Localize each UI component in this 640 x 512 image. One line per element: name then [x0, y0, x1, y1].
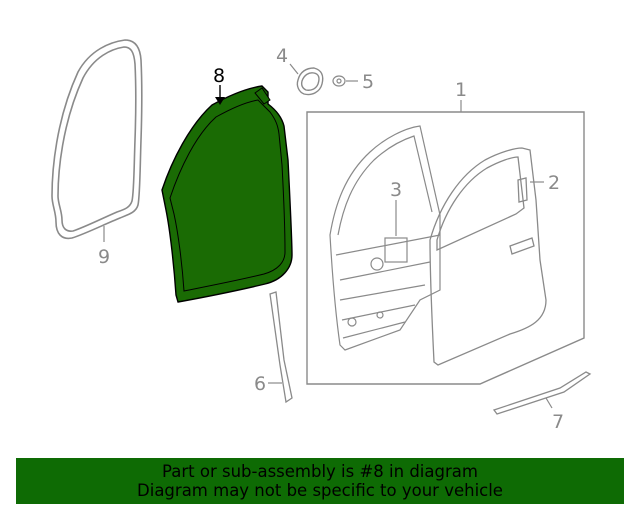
part-4-mirror-patch: [296, 67, 324, 96]
part-1-door-assembly-outline: [306, 111, 585, 385]
part-2-outer-door-panel: [429, 147, 547, 366]
callout-7-leader: [545, 397, 553, 409]
callout-1: 1: [455, 79, 467, 101]
info-banner: Part or sub-assembly is #8 in diagram Di…: [16, 458, 624, 504]
part-8-door-glass: [161, 85, 293, 303]
callout-2: 2: [548, 172, 560, 194]
callout-9: 9: [98, 246, 110, 268]
callout-4-leader: [289, 63, 299, 75]
part-5-nut: [332, 75, 346, 87]
door-inner-frame: [329, 125, 441, 351]
callout-3: 3: [390, 179, 402, 201]
part-6-pillar-applique: [269, 291, 293, 404]
banner-line-2: Diagram may not be specific to your vehi…: [137, 481, 503, 500]
callout-6: 6: [254, 373, 266, 395]
callout-8-arrow: [215, 97, 225, 105]
callout-8: 8: [213, 65, 225, 87]
banner-line-1: Part or sub-assembly is #8 in diagram: [162, 462, 478, 481]
callout-4: 4: [276, 45, 288, 67]
part-7-sill-molding: [492, 371, 592, 415]
part-9-door-opening-weatherstrip: [51, 39, 143, 240]
callout-7: 7: [552, 411, 564, 433]
callout-5: 5: [362, 71, 374, 93]
